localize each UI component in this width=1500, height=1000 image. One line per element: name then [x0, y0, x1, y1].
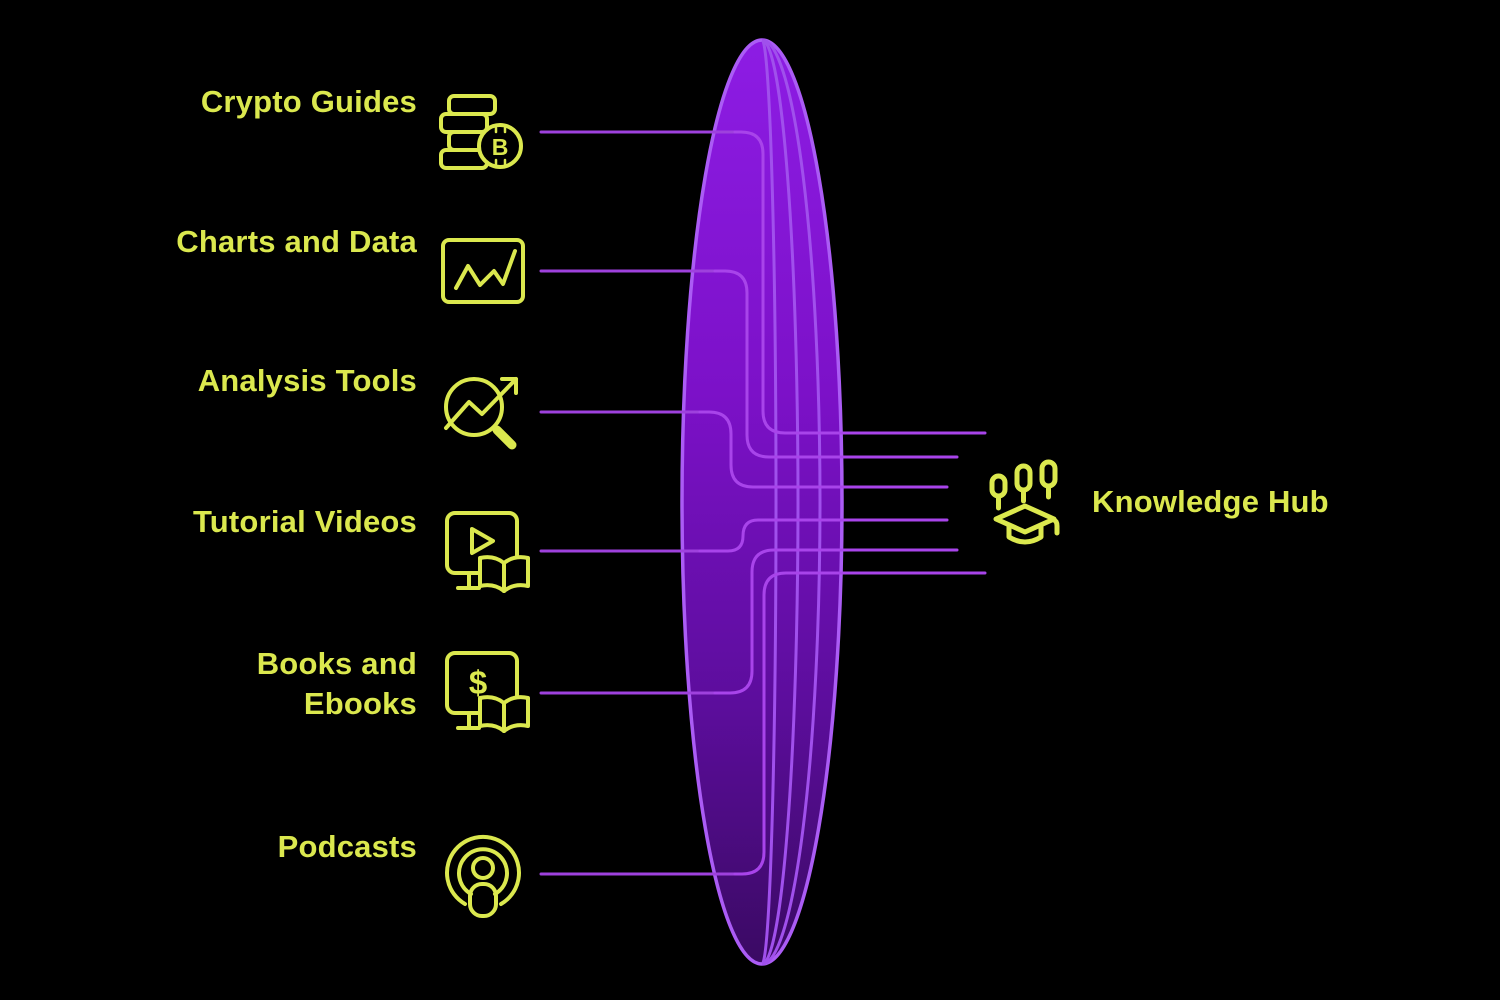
lens-inner-arc-3 — [761, 38, 822, 966]
video-monitor-book-icon — [445, 511, 530, 593]
connector-right-podcasts — [733, 571, 987, 876]
label-charts-and-data: Charts and Data — [176, 224, 417, 259]
lens-inner-arc-1 — [761, 38, 778, 966]
label-knowledge-hub: Knowledge Hub — [1092, 484, 1329, 519]
magnifier-trend-icon — [444, 377, 518, 450]
graduation-cap-candles-icon — [989, 459, 1060, 545]
dollar-glyph: $ — [469, 664, 487, 701]
label-analysis-tools: Analysis Tools — [197, 363, 417, 398]
podcast-icon — [445, 834, 521, 918]
lens-inner-arc-2 — [761, 38, 800, 966]
dollar-monitor-book-icon: $ — [445, 651, 530, 733]
connector-right-crypto-guides — [733, 130, 987, 435]
connectors-right — [698, 130, 987, 876]
bitcoin-circle — [477, 123, 523, 169]
connector-right-books-and-ebooks — [713, 548, 959, 695]
crypto-coins-bitcoin-icon: B — [439, 94, 523, 170]
connector-right-tutorial-videos — [698, 518, 949, 553]
line-chart-icon — [441, 238, 525, 304]
label-crypto-guides: Crypto Guides — [200, 84, 417, 119]
bitcoin-glyph: B — [492, 134, 509, 160]
item-icons: B — [439, 94, 530, 918]
connectors-left — [539, 130, 738, 876]
connector-right-charts-and-data — [713, 269, 959, 459]
label-books-and-ebooks: Books and Ebooks — [256, 646, 417, 721]
label-tutorial-videos: Tutorial Videos — [192, 504, 417, 539]
label-podcasts: Podcasts — [277, 829, 417, 864]
connector-right-analysis-tools — [698, 410, 949, 489]
